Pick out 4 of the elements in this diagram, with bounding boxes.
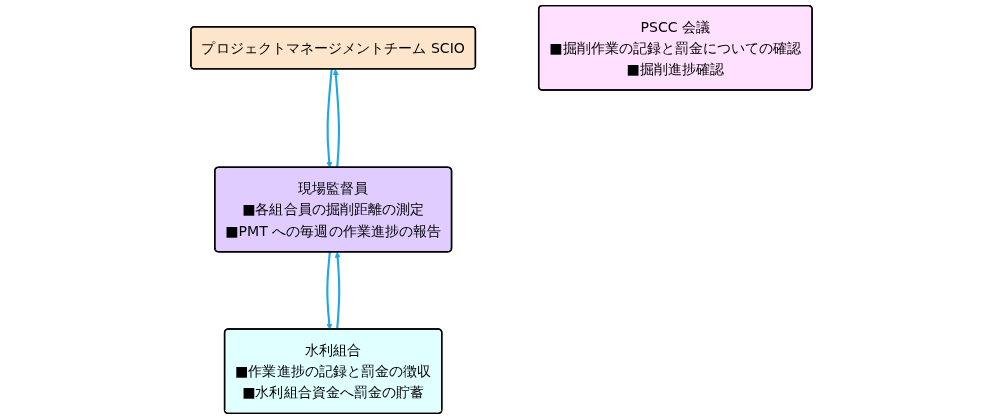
arrow [334,251,341,330]
arrow [332,68,340,168]
arrow [326,69,333,168]
arrow [326,251,333,330]
